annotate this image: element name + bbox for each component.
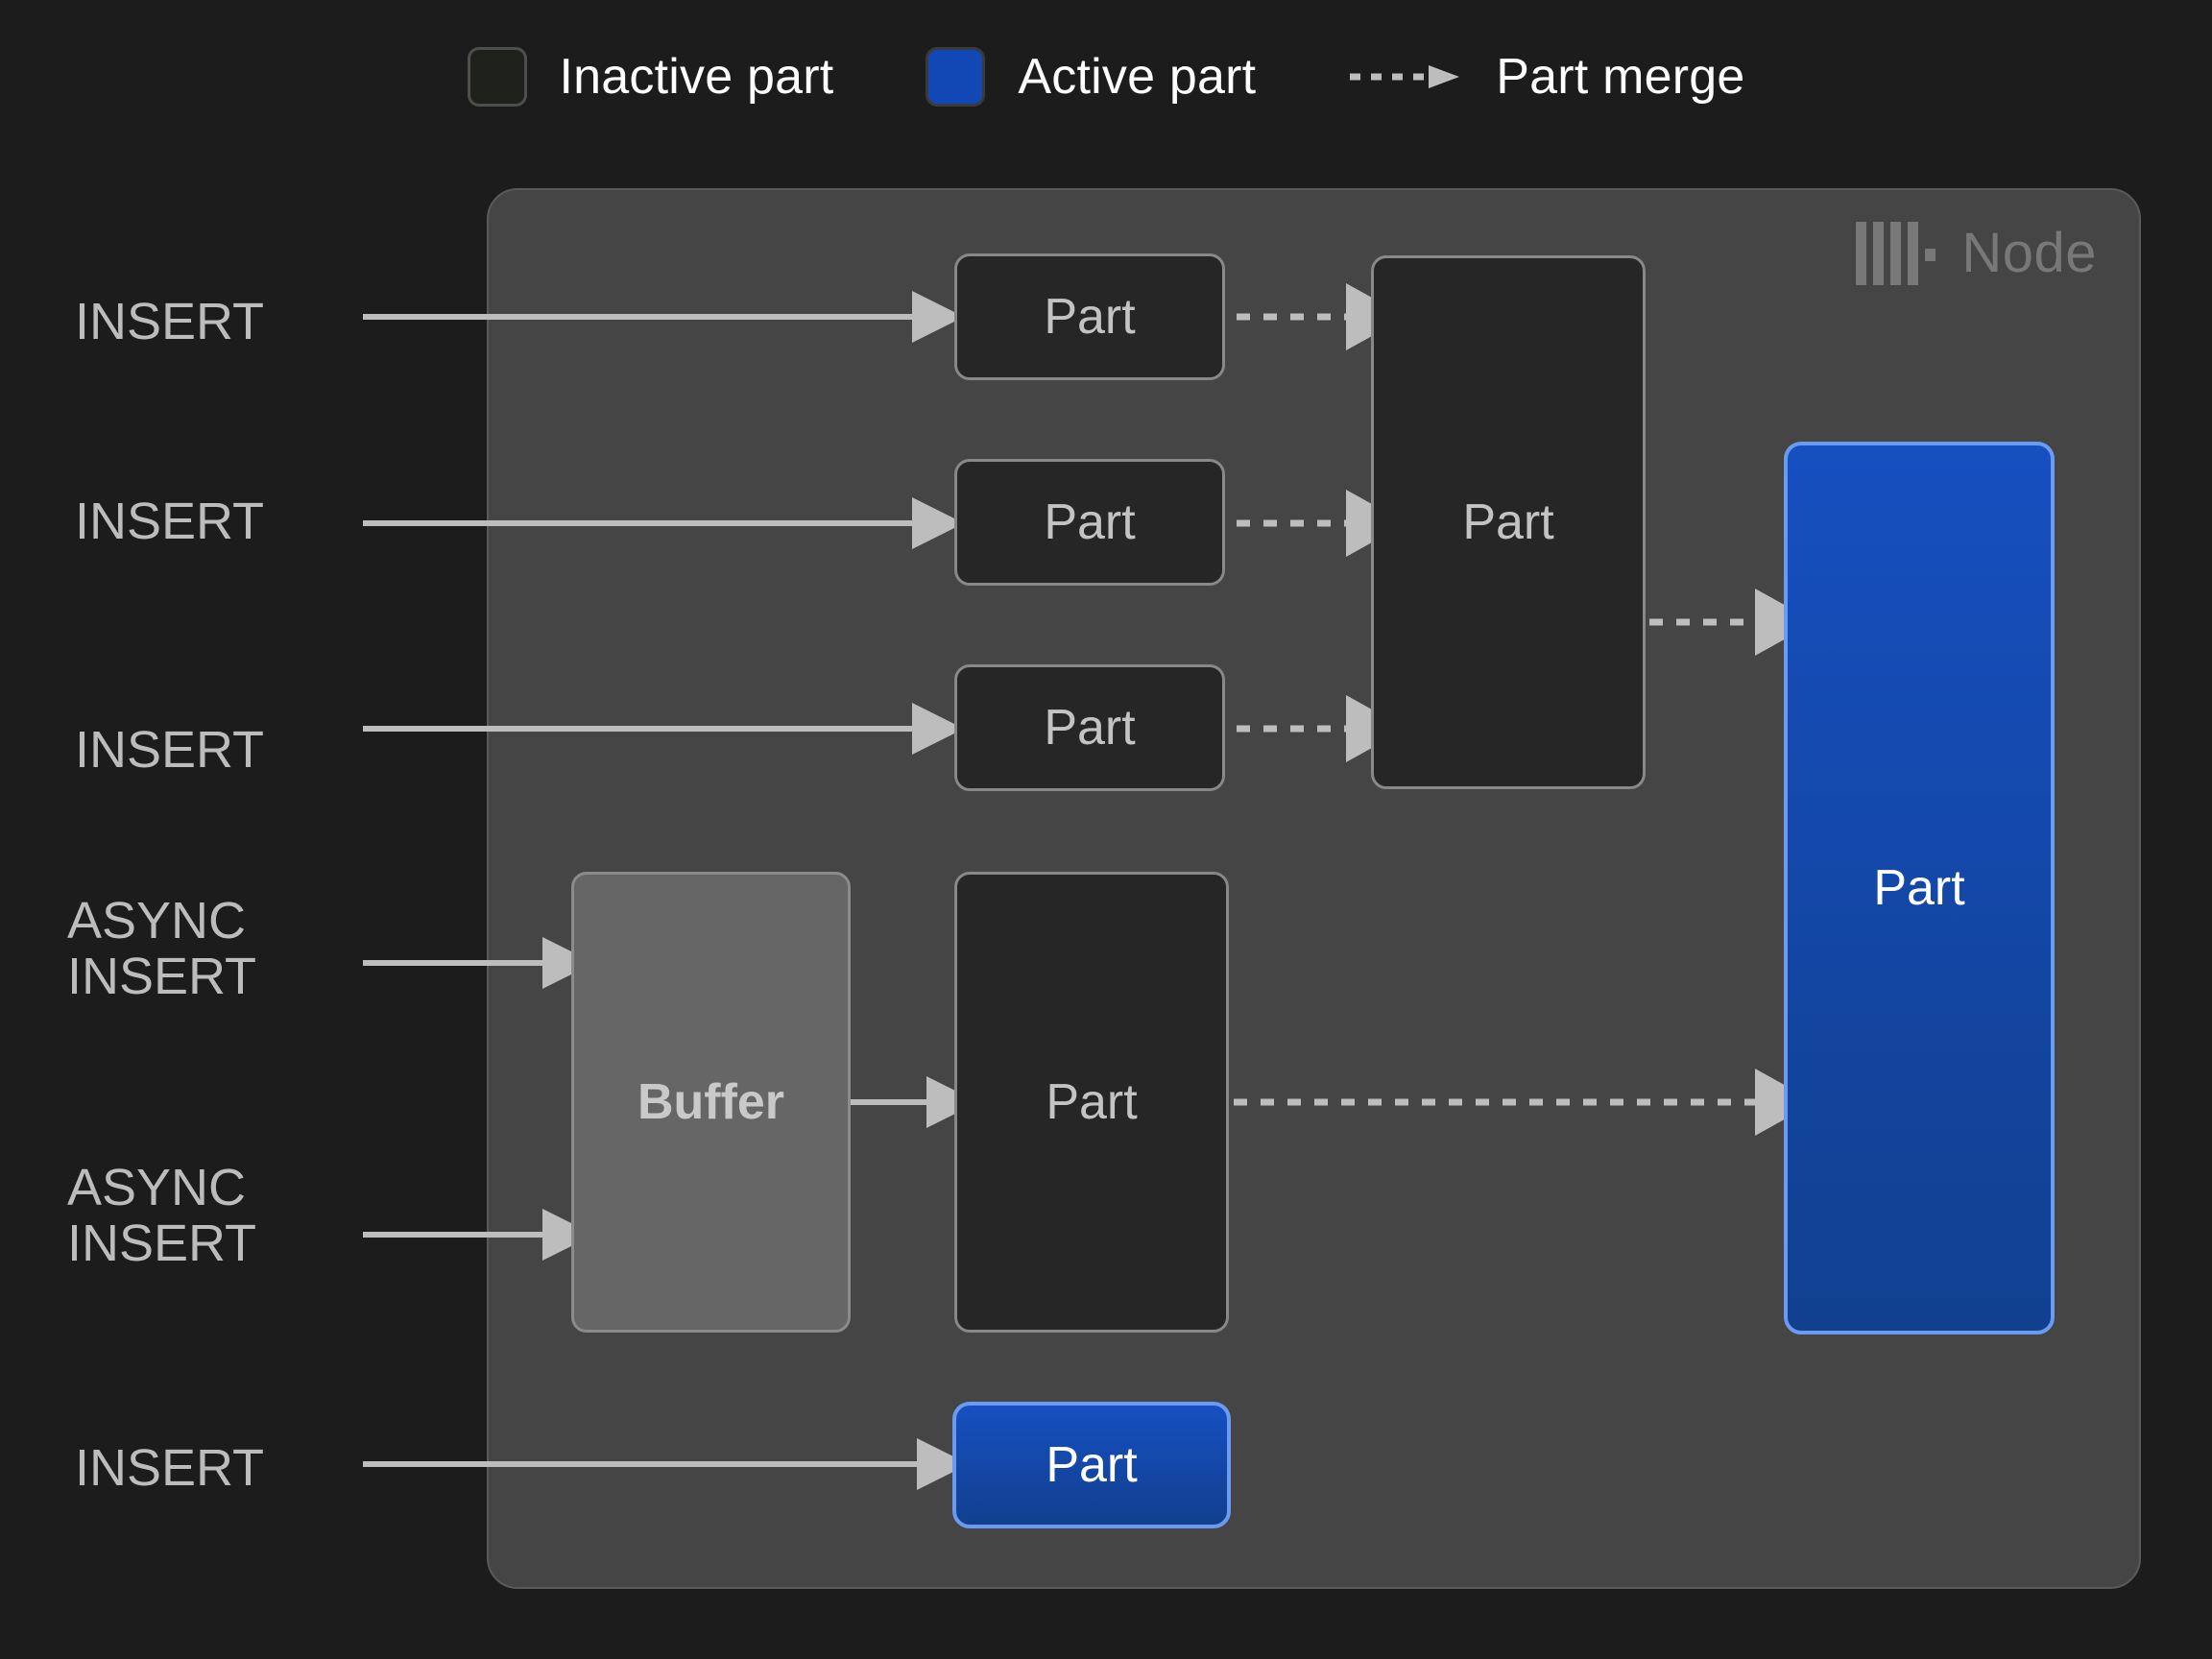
- legend-item-active-part: Active part: [926, 47, 1256, 107]
- part-box-label: Part: [1044, 700, 1136, 756]
- legend-item-part-merge: Part merge: [1348, 48, 1744, 106]
- buffer-box[interactable]: Buffer: [571, 872, 851, 1333]
- part-box-label: Part: [1046, 1074, 1138, 1130]
- node-badge: Node: [1856, 221, 2097, 285]
- operation-label-insert-2: INSERT: [75, 493, 265, 550]
- operation-label-insert-3: INSERT: [75, 721, 265, 779]
- part-box-col1-row1[interactable]: Part: [954, 253, 1225, 380]
- legend-label-inactive-part: Inactive part: [559, 49, 834, 105]
- square-filled-icon: [926, 47, 986, 107]
- active-part-label: Part: [1046, 1437, 1138, 1493]
- part-box-from-buffer[interactable]: Part: [954, 872, 1229, 1333]
- operation-label-async-insert-2: ASYNC INSERT: [67, 1159, 257, 1273]
- buffer-box-label: Buffer: [637, 1074, 785, 1130]
- active-part-box-large[interactable]: Part: [1784, 442, 2055, 1334]
- square-outline-icon: [467, 47, 527, 107]
- part-box-col1-row2[interactable]: Part: [954, 459, 1225, 586]
- part-box-label: Part: [1044, 494, 1136, 550]
- legend: Inactive part Active part Part merge: [0, 0, 2212, 154]
- legend-label-part-merge: Part merge: [1496, 49, 1745, 105]
- part-box-col1-row3[interactable]: Part: [954, 664, 1225, 791]
- node-label: Node: [1961, 222, 2097, 284]
- dashed-arrow-icon: [1350, 65, 1460, 88]
- active-part-label: Part: [1873, 860, 1965, 916]
- part-box-merged[interactable]: Part: [1371, 255, 1646, 789]
- legend-label-active-part: Active part: [1018, 49, 1257, 105]
- clickhouse-logo-icon: [1856, 221, 1936, 285]
- operation-label-async-insert-1: ASYNC INSERT: [67, 892, 257, 1006]
- part-box-label: Part: [1462, 494, 1554, 550]
- legend-item-inactive-part: Inactive part: [467, 47, 834, 107]
- operation-label-insert-1: INSERT: [75, 293, 265, 350]
- part-box-label: Part: [1044, 289, 1136, 345]
- operation-label-insert-4: INSERT: [75, 1439, 265, 1497]
- active-part-box-small[interactable]: Part: [952, 1402, 1231, 1528]
